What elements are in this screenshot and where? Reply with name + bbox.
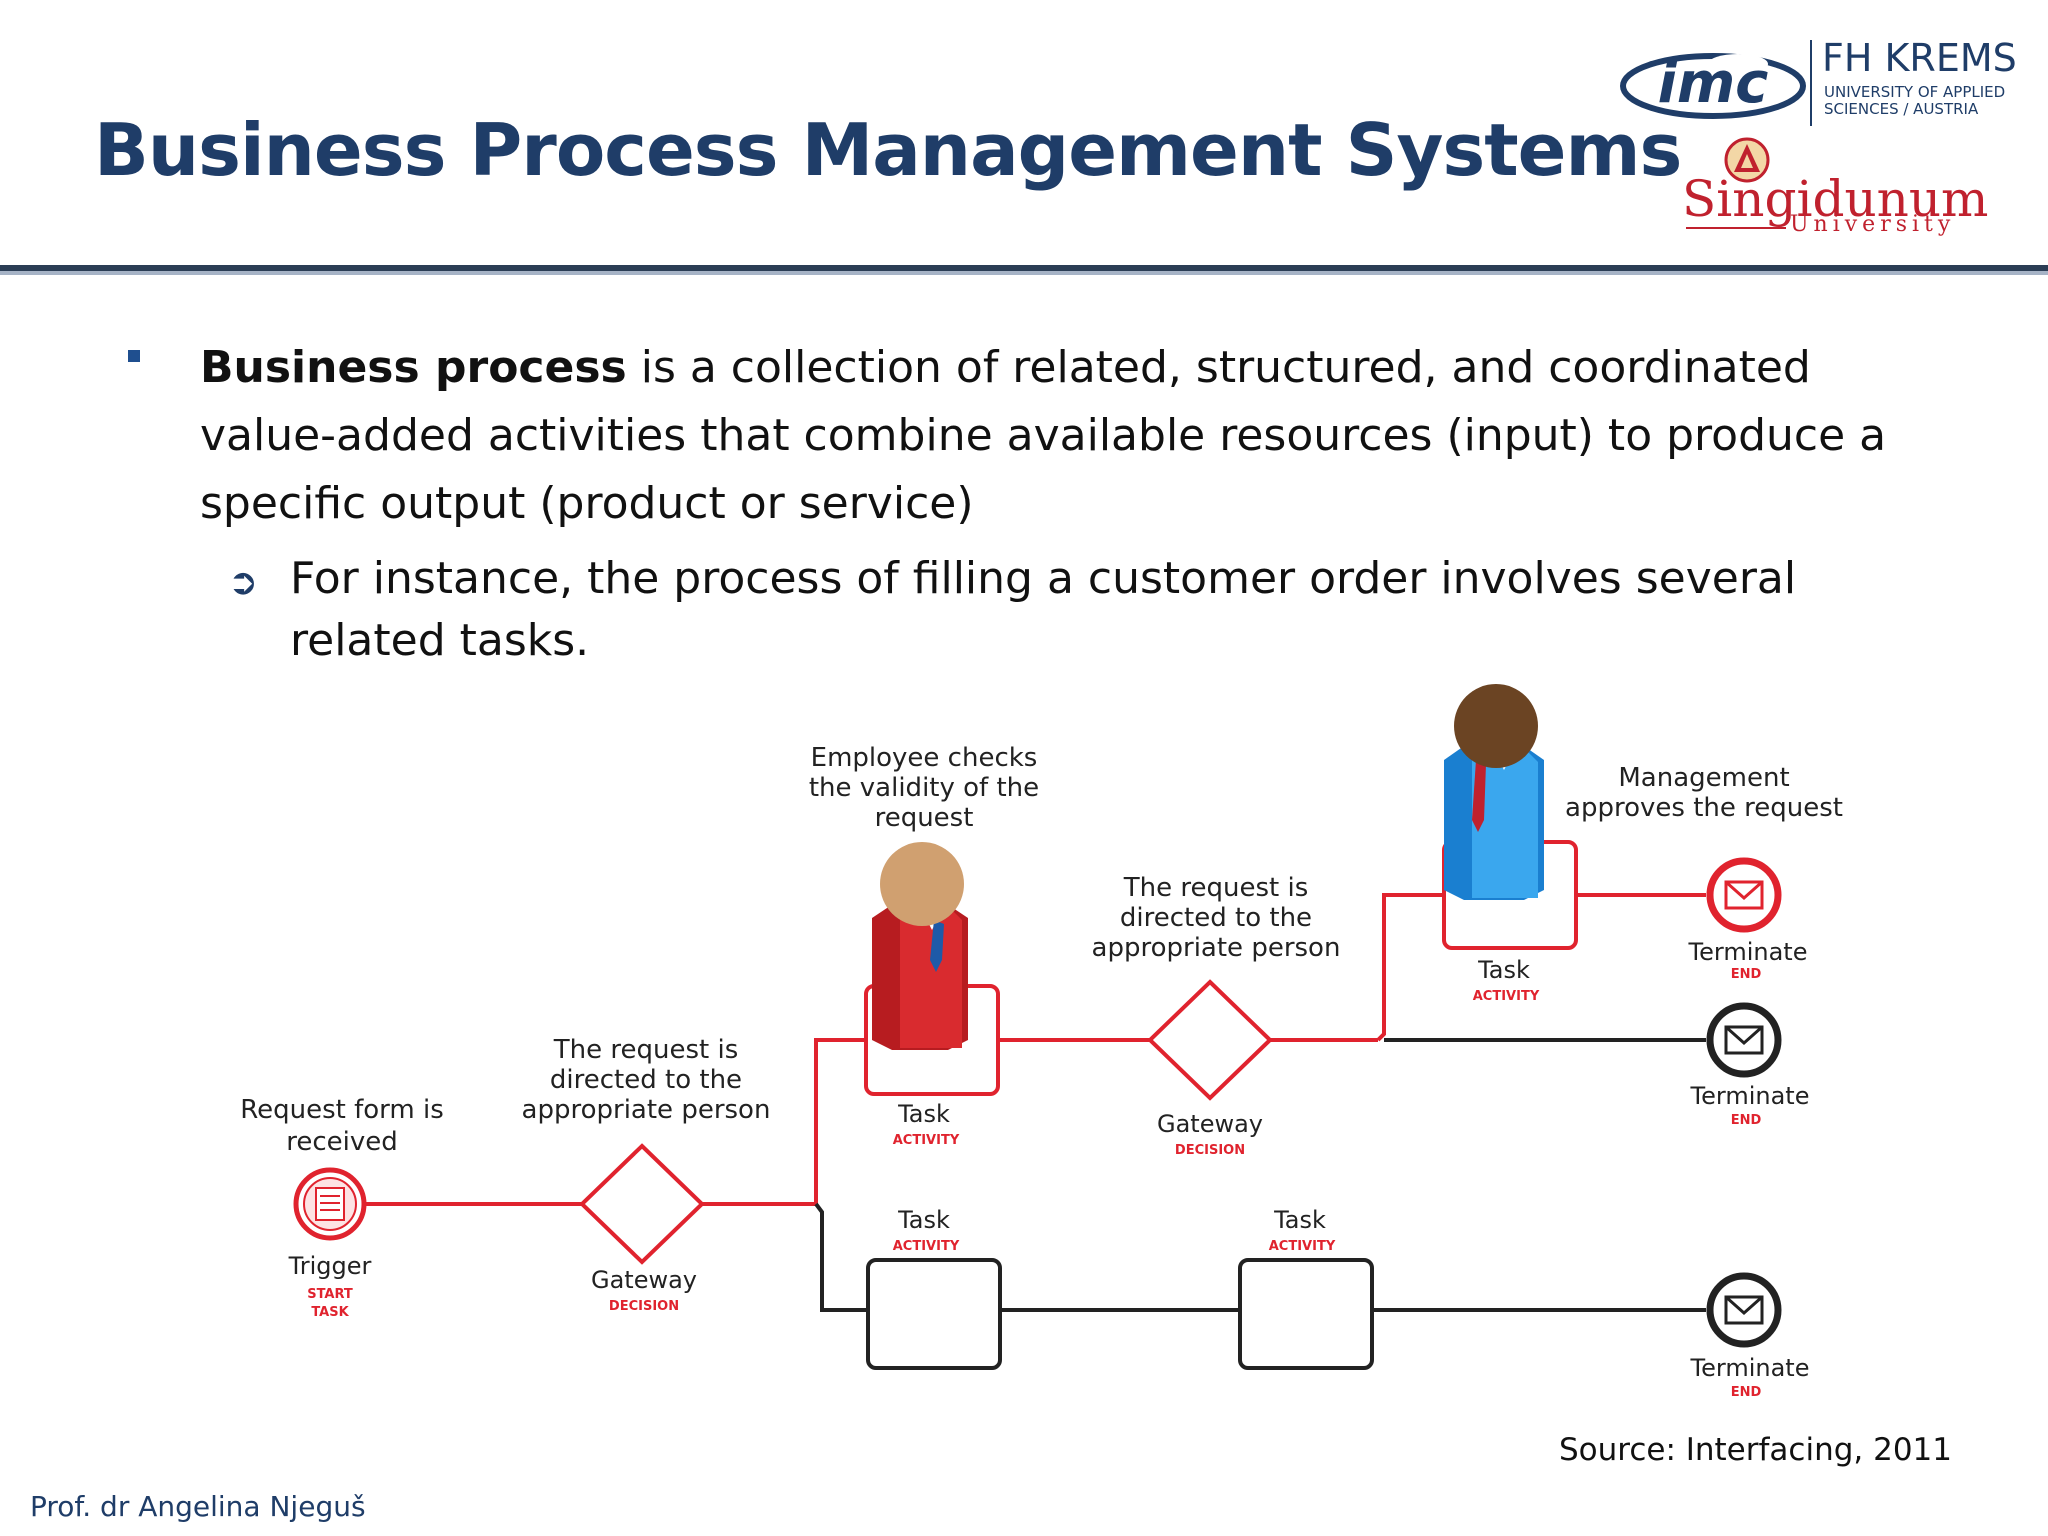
header-divider bbox=[0, 265, 2048, 271]
terminate-1-end: END bbox=[1731, 967, 1762, 982]
gateway-2-caption-line2: directed to the bbox=[1120, 903, 1312, 933]
employee-caption-line2: the validity of the bbox=[809, 773, 1039, 803]
employee-caption-line3: request bbox=[875, 803, 974, 833]
task-3-box bbox=[866, 1258, 1002, 1370]
employee-figure-icon bbox=[872, 842, 968, 1050]
square-bullet-icon bbox=[128, 350, 140, 362]
bullet-definition: Business process is a collection of rela… bbox=[200, 334, 1940, 538]
gateway-1-caption-line3: appropriate person bbox=[522, 1095, 771, 1125]
task-2-label: Task bbox=[1477, 956, 1530, 984]
singidunum-emblem-icon bbox=[1724, 137, 1770, 183]
task-2-activity: ACTIVITY bbox=[1473, 989, 1540, 1004]
singidunum-sub: University bbox=[1790, 212, 1956, 237]
trigger-start-event bbox=[293, 1167, 367, 1241]
gateway-1-caption-line1: The request is bbox=[553, 1035, 739, 1065]
terminate-end-event-dark-2 bbox=[1706, 1272, 1782, 1348]
terminate-3-label: Terminate bbox=[1690, 1354, 1810, 1382]
fh-krems-subtitle: UNIVERSITY OF APPLIED SCIENCES / AUSTRIA bbox=[1824, 84, 2005, 118]
gateway-1-decision: DECISION bbox=[609, 1299, 679, 1314]
trigger-sub-start: START bbox=[307, 1287, 353, 1302]
employee-caption-line1: Employee checks bbox=[811, 743, 1038, 773]
logo-separator bbox=[1810, 40, 1812, 126]
task-1-activity: ACTIVITY bbox=[893, 1133, 960, 1148]
dark-connectors bbox=[814, 1038, 1706, 1312]
bullet-definition-text: is a collection of related, structured, … bbox=[200, 342, 1887, 529]
terminate-3-end: END bbox=[1731, 1385, 1762, 1400]
task-3-activity: ACTIVITY bbox=[893, 1239, 960, 1254]
red-connectors bbox=[366, 893, 1706, 1206]
trigger-sub-task: TASK bbox=[311, 1305, 349, 1320]
manager-figure-icon bbox=[1444, 684, 1544, 900]
task-4-activity: ACTIVITY bbox=[1269, 1239, 1336, 1254]
source-citation: Source: Interfacing, 2011 bbox=[1558, 1432, 1952, 1468]
fh-krems-sub1: UNIVERSITY OF APPLIED bbox=[1824, 83, 2006, 101]
gateway-2-caption-line1: The request is bbox=[1123, 873, 1309, 903]
terminate-1-label: Terminate bbox=[1688, 938, 1808, 966]
task-4-box bbox=[1238, 1258, 1374, 1370]
header-divider-shadow bbox=[0, 271, 2048, 275]
management-caption-line2: approves the request bbox=[1565, 793, 1843, 823]
terminate-2-end: END bbox=[1731, 1113, 1762, 1128]
arrow-bullet-icon: ➲ bbox=[228, 562, 259, 603]
sub-bullet-example: For instance, the process of filling a c… bbox=[290, 553, 1797, 666]
singidunum-underline bbox=[1686, 227, 1786, 229]
svg-text:imc: imc bbox=[1658, 51, 1769, 116]
gateway-2-decision: DECISION bbox=[1175, 1143, 1245, 1158]
trigger-label: Trigger bbox=[288, 1252, 372, 1280]
singidunum-wordmark: Singidunum bbox=[1682, 170, 1989, 228]
task-4-label: Task bbox=[1273, 1206, 1326, 1234]
gateway-1-diamond bbox=[579, 1143, 705, 1265]
slide-title: Business Process Management Systems bbox=[94, 108, 1682, 192]
fh-krems-sub2: SCIENCES / AUSTRIA bbox=[1824, 100, 1979, 118]
task-1-label: Task bbox=[897, 1100, 950, 1128]
gateway-2-diamond bbox=[1147, 979, 1273, 1101]
task-3-label: Task bbox=[897, 1206, 950, 1234]
author-footer: Prof. dr Angelina Njeguš bbox=[30, 1490, 366, 1523]
fh-krems-title: FH KREMS bbox=[1822, 36, 2017, 80]
gateway-2-label: Gateway bbox=[1157, 1110, 1263, 1138]
gateway-1-caption-line2: directed to the bbox=[550, 1065, 742, 1095]
imc-logo: imc bbox=[1620, 51, 1806, 119]
terminate-end-event-red bbox=[1706, 857, 1782, 933]
trigger-caption-line2: received bbox=[286, 1127, 398, 1157]
terminate-2-label: Terminate bbox=[1690, 1082, 1810, 1110]
gateway-1-label: Gateway bbox=[591, 1266, 697, 1294]
management-caption-line1: Management bbox=[1618, 763, 1789, 793]
trigger-caption-line1: Request form is bbox=[240, 1095, 444, 1125]
terminate-end-event-dark-1 bbox=[1706, 1002, 1782, 1078]
gateway-2-caption-line3: appropriate person bbox=[1092, 933, 1341, 963]
bullet-term: Business process bbox=[200, 342, 627, 393]
